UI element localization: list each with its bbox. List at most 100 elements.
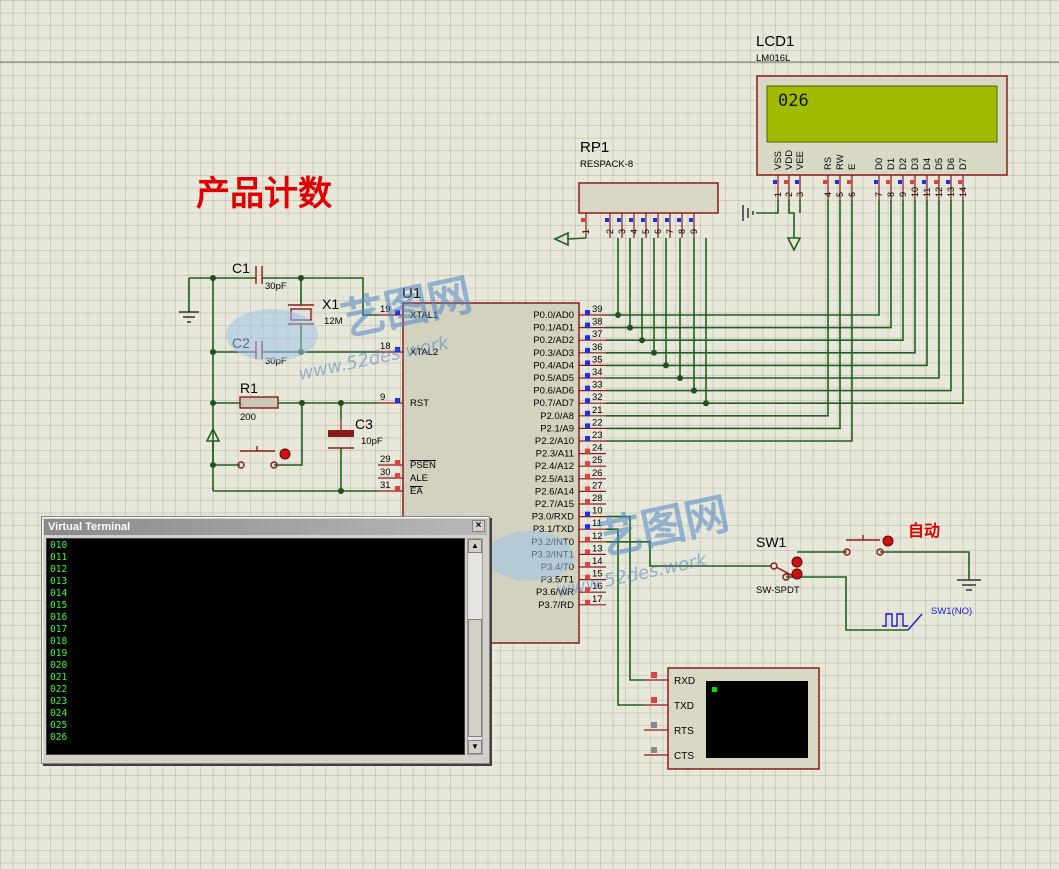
reset-button[interactable] — [237, 446, 291, 469]
u1-pin-name: P0.0/AD0 — [533, 310, 574, 321]
u1-pin-number: 37 — [592, 329, 603, 340]
terminal-line: 012 — [50, 564, 68, 575]
lcd-part: LM016L — [756, 53, 790, 64]
u1-pin-number: 22 — [592, 417, 603, 428]
u1-pin-number: 27 — [592, 480, 603, 491]
virtual-terminal-title[interactable]: Virtual Terminal × — [44, 519, 487, 535]
u1-pin-name: PSEN — [410, 460, 436, 471]
page-title: 产品计数 — [196, 175, 332, 213]
lcd-pin-number: 4 — [823, 192, 833, 197]
u1-pin-number: 35 — [592, 354, 603, 365]
scroll-thumb[interactable] — [468, 619, 482, 737]
auto-button[interactable] — [843, 535, 894, 556]
r1-resistor[interactable]: R1 200 — [239, 380, 279, 423]
lcd-pin-number: 14 — [958, 187, 968, 197]
lcd-pin-number: 5 — [835, 192, 845, 197]
u1-pin-number: 23 — [592, 430, 603, 441]
rp1-pin-number: 7 — [665, 229, 675, 234]
u1-pin-number: 38 — [592, 317, 603, 328]
rp1-pin-number: 4 — [629, 229, 639, 234]
mode-label: 自动 — [908, 521, 940, 540]
lcd-pin-name: RS — [823, 157, 834, 170]
c3-capacitor[interactable]: C3 10pF — [328, 416, 383, 449]
scroll-down-icon[interactable]: ▼ — [468, 740, 482, 754]
rp1-pin-number: 9 — [689, 229, 699, 234]
u1-pin-number: 10 — [592, 506, 603, 517]
r1-value: 200 — [240, 412, 256, 423]
u1-pin-number: 14 — [592, 556, 603, 567]
u1-pin-number: 36 — [592, 342, 603, 353]
u1-pin-name: XTAL2 — [410, 347, 438, 358]
scroll-up-icon[interactable]: ▲ — [468, 539, 482, 553]
sw1-switch[interactable]: SW1 SW-SPDT — [756, 534, 803, 596]
u1-pin-number: 33 — [592, 380, 603, 391]
u1-pin-number: 31 — [380, 480, 391, 491]
terminal-line: 023 — [50, 696, 68, 707]
c3-ref: C3 — [355, 416, 373, 432]
u1-pin-name: P3.6/WR — [536, 587, 574, 598]
rp1-pin-number: 3 — [617, 229, 627, 234]
rp1-part: RESPACK-8 — [580, 159, 633, 170]
terminal-line: 016 — [50, 612, 68, 623]
u1-pin-number: 39 — [592, 304, 603, 315]
u1-pin-name: P0.1/AD1 — [533, 323, 574, 334]
lcd-pin-number: 7 — [874, 192, 884, 197]
u1-pin-number: 17 — [592, 594, 603, 605]
terminal-pin-name: CTS — [674, 751, 694, 762]
terminal-line: 017 — [50, 624, 68, 635]
lcd-pin-name: D3 — [910, 158, 921, 170]
lcd-pin-name: D7 — [958, 158, 969, 170]
lcd-screen — [766, 85, 998, 143]
lcd-pin-number: 8 — [886, 192, 896, 197]
u1-pin-number: 18 — [380, 341, 391, 352]
c2-value: 30pF — [265, 356, 287, 367]
lcd-pin-number: 11 — [922, 188, 932, 197]
u1-pin-number: 11 — [592, 518, 602, 529]
rp1-pin-number: 2 — [605, 229, 615, 234]
lcd-pin-name: D4 — [922, 158, 933, 170]
lcd-pin-number: 10 — [910, 187, 920, 197]
u1-pin-name: P0.5/AD5 — [533, 373, 574, 384]
terminal-line: 024 — [50, 708, 68, 719]
u1-pin-number: 26 — [592, 468, 603, 479]
terminal-line: 026 — [50, 732, 68, 743]
vertical-scrollbar[interactable]: ▲ ▼ — [467, 538, 483, 755]
u1-pin-name: P0.3/AD3 — [533, 348, 574, 359]
lcd-pin-name: D5 — [934, 158, 945, 170]
rp1-pin-number: 6 — [653, 229, 663, 234]
sw1-part: SW-SPDT — [756, 585, 800, 596]
lcd-pin-number: 9 — [898, 192, 908, 197]
terminal-line: 025 — [50, 720, 68, 731]
u1-pin-name: P0.7/AD7 — [533, 398, 574, 409]
lcd-pin-number: 2 — [784, 192, 794, 197]
pulse-generator[interactable]: SW1(NO) — [882, 606, 972, 631]
close-icon[interactable]: × — [472, 520, 485, 532]
lcd-pin-name: D0 — [874, 158, 885, 170]
terminal-line: 021 — [50, 672, 68, 683]
c1-capacitor[interactable]: C1 30pF — [232, 260, 287, 292]
u1-pin-name: XTAL1 — [410, 310, 438, 321]
lcd-pin-number: 1 — [773, 192, 783, 197]
terminal-line: 010 — [50, 540, 68, 551]
lcd-pin-name: D2 — [898, 158, 909, 170]
lcd-component[interactable]: LCD1 LM016L 026 VSS1VDD2VEE3RS4RW5E6D07D… — [756, 33, 1008, 200]
u1-pin-number: 9 — [380, 392, 385, 403]
u1-pin-name: P3.0/RXD — [532, 512, 574, 523]
u1-pin-number: 32 — [592, 392, 603, 403]
r1-ref: R1 — [240, 380, 258, 396]
lcd-pin-number: 3 — [795, 192, 805, 197]
u1-pin-name: P2.3/A11 — [536, 449, 574, 460]
u1-pin-number: 15 — [592, 569, 603, 580]
u1-pin-name: P2.5/A13 — [535, 474, 574, 485]
generator-label: SW1(NO) — [931, 606, 972, 617]
u1-pin-number: 21 — [592, 405, 603, 416]
rp1-pin-number: 1 — [581, 229, 591, 234]
lcd-display-text: 026 — [778, 91, 809, 111]
